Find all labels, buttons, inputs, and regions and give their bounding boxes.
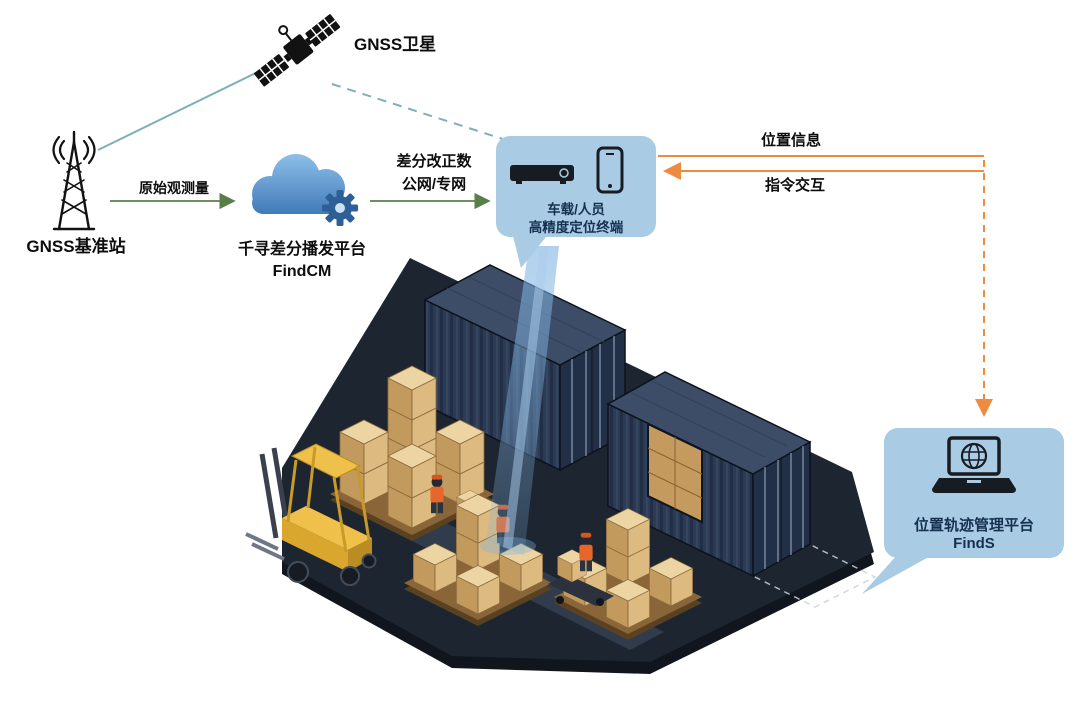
laptop-globe-icon (929, 436, 1019, 498)
correction-label-line1: 差分改正数 (396, 153, 472, 170)
container-open-door (647, 422, 703, 524)
forklift (245, 443, 377, 586)
correction-label-line2: 公网/专网 (401, 176, 467, 193)
warehouse-scene (245, 246, 877, 674)
satellite-label: GNSS卫星 (354, 35, 437, 54)
base-station-label: GNSS基准站 (26, 237, 126, 256)
cloud-gear-icon (234, 134, 372, 236)
command-interaction-label: 指令交互 (764, 177, 825, 194)
satellite-links (97, 67, 507, 151)
pallet-stack (554, 508, 702, 640)
finds-bubble: 位置轨迹管理平台 FindS (884, 428, 1064, 558)
terminal-bubble-tail (512, 232, 550, 268)
orange-links (658, 155, 993, 417)
position-info-label: 位置信息 (760, 132, 821, 149)
pallet-stack (404, 494, 552, 626)
cloud-platform-label: 千寻差分播发平台 (237, 241, 366, 258)
finds-label-name: 位置轨迹管理平台 (913, 517, 1034, 534)
receiver-device-icon (508, 160, 582, 188)
terminal-bubble: 车载/人员 高精度定位终端 (496, 136, 656, 237)
raw-observation-label: 原始观测量 (139, 180, 209, 196)
container-right (606, 371, 812, 578)
gear-icon (322, 190, 358, 226)
pallet-stack (330, 365, 494, 541)
terminal-label-line2: 高精度定位终端 (528, 220, 624, 235)
satellite-icon (246, 4, 350, 94)
finds-label-product: FindS (953, 535, 995, 552)
radio-tower-icon (28, 128, 120, 234)
cloud-product-label: FindCM (272, 263, 332, 280)
finds-bubble-tail (862, 554, 934, 594)
cloud-shape (252, 154, 345, 214)
terminal-label-line1: 车载/人员 (547, 202, 605, 217)
smartphone-icon (596, 146, 626, 196)
